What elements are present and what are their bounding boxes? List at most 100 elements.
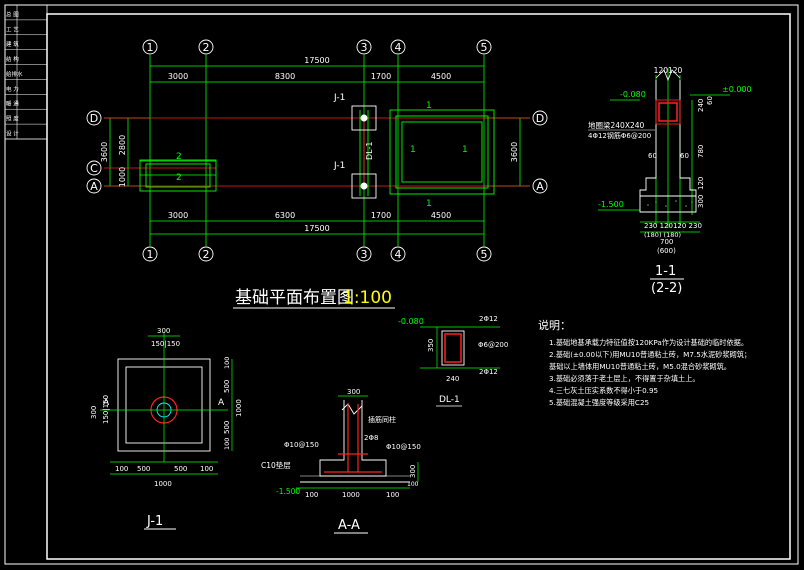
dim-bot-1: 3000: [168, 211, 188, 220]
j1-right-500b: 500: [223, 421, 231, 434]
label-j1-b: J-1: [333, 161, 345, 171]
dim-top-4: 4500: [431, 72, 451, 81]
dim-right: 3600: [510, 142, 519, 162]
j1-plan: 300 150|150 A A 300 150|150 100 500 1000…: [90, 327, 243, 530]
notes-line-5: 4.三七灰土压实系数不得小于0.95: [549, 386, 658, 395]
axis-bottom-5-label: 5: [481, 248, 488, 261]
dim-left-outer: 3600: [100, 142, 109, 162]
j1-right-100b: 100: [223, 438, 231, 450]
dim-left-small: 1000: [118, 167, 127, 187]
aa-top-dim: 300: [347, 388, 360, 396]
s11-bottom-total2: (600): [657, 247, 676, 255]
j1-right-500a: 500: [223, 380, 231, 393]
title-block-row: 工 艺: [6, 26, 19, 33]
title-block-row: 照 度: [6, 115, 19, 123]
axis-top-5-bubble: [476, 39, 492, 55]
s11-bottom-dims2: (180) (180): [644, 231, 681, 239]
dim-bot-3: 1700: [371, 211, 391, 220]
axis-top-2-label: 2: [203, 41, 210, 54]
dl1-title: DL-1: [439, 395, 460, 405]
axis-left-2-label: A: [90, 180, 98, 193]
j1-top-sub: 150|150: [151, 340, 180, 348]
section-1-1: 120120 -0.080 ±0.000 -1.500 地圈梁240X240 4…: [588, 66, 752, 296]
title-block-row: 暖 通: [6, 100, 19, 108]
section-mark-1-left: 1: [410, 145, 416, 155]
s11-elev-bottom: -1.500: [598, 200, 624, 209]
title-block-row: 电 力: [6, 85, 19, 93]
s11-dim-60: 60: [706, 96, 714, 105]
axis-bottom-5-bubble: [476, 246, 492, 262]
notes-line-4: 3.基础必须落于老土层上，不得置于杂填土上。: [549, 374, 700, 383]
s11-dim-120: 120: [697, 177, 705, 190]
label-dl1: DL-1: [365, 142, 374, 160]
notes-line-6: 5.基础混凝土强度等级采用C25: [549, 398, 649, 407]
s11-bottom-dims: 230 120120 230: [644, 222, 702, 230]
axis-right-1-label: A: [536, 180, 544, 193]
axis-top-4-label: 4: [395, 41, 402, 54]
axis-top-1-label: 1: [147, 41, 154, 54]
notes-heading: 说明：: [538, 318, 571, 332]
section-mark-2: 2: [176, 152, 182, 162]
s11-title: 1-1: [655, 264, 676, 279]
notes-line-2: 2.基础(±0.00以下)用MU10普通粘土砖，M7.5水泥砂浆砌筑；: [549, 350, 751, 359]
axis-bottom-1-bubble: [142, 246, 158, 262]
section-mark-1-bottom: 1: [426, 199, 432, 209]
axis-top-2-bubble: [198, 39, 214, 55]
axis-right-1-bubble: [532, 178, 548, 194]
axis-right-0-bubble: [532, 110, 548, 126]
dim-bottom-total: 17500: [304, 224, 329, 233]
aa-bot-100a: 100: [305, 491, 318, 499]
s11-bottom-total: 700: [660, 238, 673, 246]
dim-bot-2: 6300: [275, 211, 295, 220]
dim-top-3: 1700: [371, 72, 391, 81]
aa-rebar-right: Φ10@150: [386, 443, 421, 451]
title-block-row: 设 计: [6, 130, 19, 138]
j1-bot-100a: 100: [115, 465, 128, 473]
dl1-section: -0.080 2Φ12 Φ6@200 2Φ12 350 240 DL-1: [398, 315, 508, 407]
aa-col-note: 插筋同柱: [368, 415, 396, 424]
axis-top-5-label: 5: [481, 41, 488, 54]
dim-top-1: 3000: [168, 72, 188, 81]
s11-dim-780: 780: [697, 145, 705, 158]
axis-left-0-bubble: [86, 110, 102, 126]
plan-dimensions: 17500 3000 8300 1700 4500 3000 6300 1700…: [100, 56, 519, 309]
s11-elev-left: -0.080: [620, 90, 646, 99]
axis-left-2-bubble: [86, 178, 102, 194]
axis-bottom-1-label: 1: [147, 248, 154, 261]
section-mark-2b: 2: [176, 173, 182, 183]
dl1-width: 240: [446, 375, 459, 383]
dl1-top-rebar: 2Φ12: [479, 315, 498, 323]
axis-bottom-4-label: 4: [395, 248, 402, 261]
s11-top-dim: 120120: [654, 66, 683, 75]
axis-right-0-label: D: [536, 112, 544, 125]
section-mark-1-right: 1: [462, 145, 468, 155]
j1-right-1000: 1000: [235, 399, 243, 417]
j1-bot-total: 1000: [154, 480, 172, 488]
title-block-row: 建 筑: [6, 40, 19, 48]
axis-bottom-3-label: 3: [361, 248, 368, 261]
axis-bottom-2-label: 2: [203, 248, 210, 261]
j1-left-dim: 300: [90, 406, 98, 419]
aa-right-300: 300: [409, 465, 417, 478]
j1-mark-a-right: A: [218, 398, 225, 408]
s11-dim-300: 300: [697, 195, 705, 208]
label-j1-a: J-1: [333, 93, 345, 103]
dl1-stirrup: Φ6@200: [478, 341, 508, 349]
title-block-row: 结 构: [6, 55, 19, 63]
s11-subtitle: (2-2): [651, 281, 682, 296]
section-mark-1-top: 1: [426, 101, 432, 111]
s11-beam-note: 地圈梁240X240: [588, 120, 644, 130]
aa-right-100: 100: [407, 481, 419, 488]
j1-title: J-1: [146, 514, 163, 529]
aa-rebar-left: Φ10@150: [284, 441, 319, 449]
j1-bot-100b: 100: [200, 465, 213, 473]
dl1-bottom-rebar: 2Φ12: [479, 368, 498, 376]
j1-bot-500a: 500: [137, 465, 150, 473]
s11-side-60: 60: [648, 152, 657, 160]
axis-top-3-bubble: [356, 39, 372, 55]
aa-title: A-A: [338, 518, 360, 533]
j1-right-100a: 100: [223, 357, 231, 369]
notes-line-3: 基础以上墙体用MU10普通粘土砖，M5.0混合砂浆砌筑。: [549, 362, 731, 371]
